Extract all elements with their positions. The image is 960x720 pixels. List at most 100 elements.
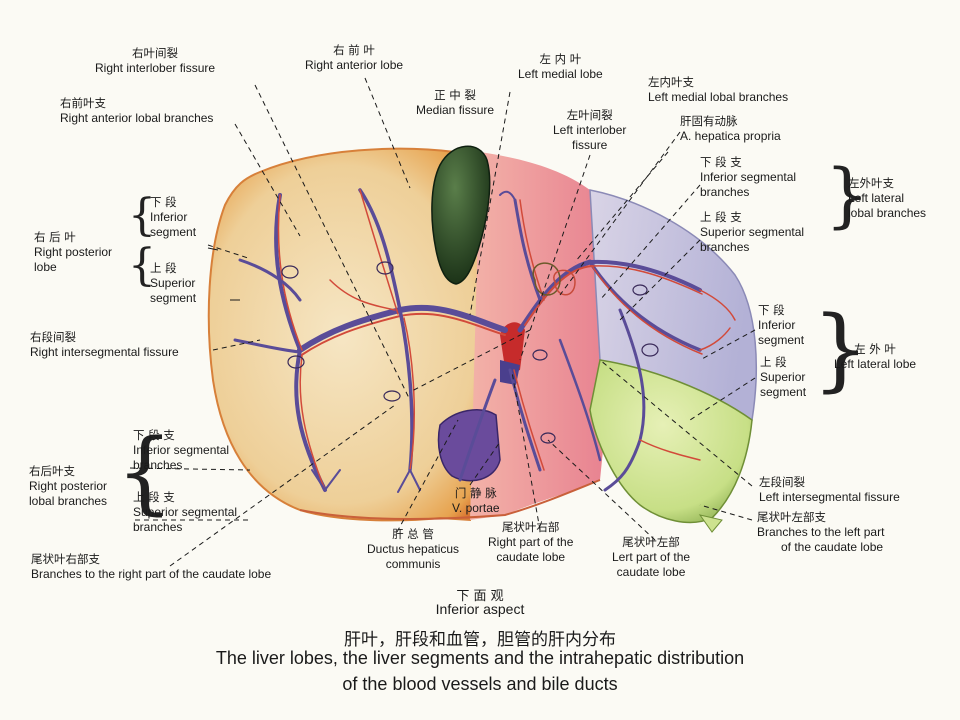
label-en: Right part of the	[488, 535, 574, 549]
label-rp-superior-segment: 上 段 Superior segment	[150, 261, 196, 306]
label-zh: 下 段	[150, 195, 177, 209]
label-en: Left medial lobe	[518, 67, 603, 81]
label-zh: 左 内 叶	[539, 52, 582, 66]
label-zh: 右叶间裂	[132, 46, 179, 60]
gallbladder	[431, 145, 491, 285]
label-zh: 上 段	[760, 355, 787, 369]
label-en: segment	[150, 291, 197, 305]
label-en: Inferior segmental	[700, 170, 797, 184]
label-en: Left lateral lobe	[834, 357, 917, 371]
label-right-intersegmental-fissure: 右段间裂 Right intersegmental fissure	[30, 330, 179, 360]
label-en: V. portae	[452, 501, 500, 515]
label-en: lobe	[34, 260, 57, 274]
left-medial-lobe-region	[470, 152, 615, 520]
label-en: segment	[150, 225, 197, 239]
label-zh: 尾状叶右部支	[31, 552, 100, 566]
brace: {	[128, 240, 156, 291]
label-left-lateral-lobe: 左 外 叶 Left lateral lobe	[834, 342, 916, 372]
label-en: Right posterior	[34, 245, 113, 259]
label-en: Right anterior lobal branches	[60, 111, 214, 125]
label-left-medial-lobe: 左 内 叶 Left medial lobe	[518, 52, 603, 82]
label-en: branches	[133, 520, 183, 534]
vena-cava	[437, 409, 501, 482]
label-en: Right interlober fissure	[95, 61, 216, 75]
label-en: Left medial lobal branches	[648, 90, 789, 104]
caption-title-zh: 肝叶，肝段和血管，胆管的肝内分布	[344, 630, 616, 650]
label-en: Inferior segmental	[133, 443, 230, 457]
label-left-lateral-lobal-branches: 左外叶支 Left lateral lobal branches	[848, 176, 926, 221]
label-caudate-left-branches: 尾状叶左部支 Branches to the left part of the …	[757, 510, 884, 555]
label-zh: 上 段 支	[133, 490, 175, 504]
label-zh: 左内叶支	[648, 75, 694, 89]
label-zh: 尾状叶左部	[622, 535, 680, 549]
label-zh: 肝 总 管	[392, 527, 434, 541]
label-en: Inferior	[150, 210, 188, 224]
label-en: Inferior	[758, 318, 796, 332]
label-zh: 下 段	[758, 303, 785, 317]
label-en: of the caudate lobe	[781, 540, 884, 554]
brace: {	[116, 420, 174, 525]
label-ll-superior-segmental-branches: 上 段 支 Superior segmental branches	[700, 210, 804, 255]
label-en: Superior segmental	[133, 505, 238, 519]
label-zh: 右前叶支	[60, 96, 106, 110]
label-en: segment	[758, 333, 805, 347]
label-v-portae: 门 静 脉 V. portae	[452, 486, 500, 516]
label-zh: 左 外 叶	[854, 342, 896, 356]
label-left-interlobar-fissure: 左叶间裂 Left interlober fissure	[553, 108, 626, 153]
left-lateral-lobe-region	[589, 189, 757, 422]
label-en: Lert part of the	[612, 550, 691, 564]
label-left-medial-lobal-branches: 左内叶支 Left medial lobal branches	[648, 75, 788, 105]
label-en: Superior	[760, 370, 806, 384]
caption-aspect-en: Inferior aspect	[435, 601, 525, 617]
label-caudate-right-branches: 尾状叶右部支 Branches to the right part of the…	[31, 552, 271, 582]
label-zh: 右段间裂	[30, 330, 76, 344]
label-zh: 左叶间裂	[566, 108, 613, 122]
label-ll-superior-segment: 上 段 Superior segment	[760, 355, 806, 400]
label-ductus-hepaticus: 肝 总 管 Ductus hepaticus communis	[367, 527, 459, 572]
caption-title-en-line1: The liver lobes, the liver segments and …	[215, 648, 745, 668]
label-en: communis	[385, 557, 441, 571]
label-en: fissure	[572, 138, 608, 152]
label-zh: 尾状叶左部支	[757, 510, 826, 524]
label-en: segment	[760, 385, 807, 399]
caption-title-en-line2: of the blood vessels and bile ducts	[342, 674, 618, 694]
label-zh: 门 静 脉	[454, 486, 497, 500]
label-en: Right anterior lobe	[305, 58, 404, 72]
label-right-anterior-lobe: 右 前 叶 Right anterior lobe	[305, 43, 403, 73]
label-zh: 左外叶支	[848, 176, 894, 190]
brace: {	[128, 190, 156, 241]
label-en: caudate lobe	[496, 550, 566, 564]
label-en: A. hepatica propria	[680, 129, 781, 143]
label-en: Median fissure	[416, 103, 495, 117]
label-zh: 正 中 裂	[434, 88, 476, 102]
label-right-posterior-lobal-branches: 右后叶支 Right posterior lobal branches	[29, 464, 107, 509]
label-zh: 右 后 叶	[34, 230, 76, 244]
label-right-interlobar-fissure: 右叶间裂 Right interlober fissure	[95, 46, 215, 76]
label-ll-inferior-segmental-branches: 下 段 支 Inferior segmental branches	[700, 155, 796, 200]
label-en: Branches to the right part of the caudat…	[31, 567, 272, 581]
label-zh: 左段间裂	[759, 475, 805, 489]
label-en: caudate lobe	[616, 565, 686, 579]
label-en: Right intersegmental fissure	[30, 345, 179, 359]
label-median-fissure: 正 中 裂 Median fissure	[416, 88, 494, 118]
label-en: Right posterior	[29, 479, 108, 493]
label-zh: 尾状叶右部	[501, 520, 560, 534]
label-hepatica-propria: 肝固有动脉 A. hepatica propria	[680, 114, 781, 144]
label-en: lobal branches	[848, 206, 927, 220]
label-en: Superior	[150, 276, 196, 290]
label-en: branches	[700, 240, 750, 254]
label-right-anterior-lobal-branches: 右前叶支 Right anterior lobal branches	[60, 96, 213, 126]
label-zh: 下 段 支	[133, 428, 175, 442]
label-zh: 下 段 支	[700, 155, 742, 169]
label-zh: 右后叶支	[29, 464, 75, 478]
label-caudate-left-part: 尾状叶左部 Lert part of the caudate lobe	[612, 535, 690, 580]
label-en: Left lateral	[848, 191, 905, 205]
left-lateral-inferior-segment-region	[589, 359, 753, 524]
label-left-intersegmental-fissure: 左段间裂 Left intersegmental fissure	[759, 475, 900, 505]
label-zh: 上 段 支	[700, 210, 742, 224]
label-rp-superior-segmental-branches: 上 段 支 Superior segmental branches	[133, 490, 237, 535]
label-en: Superior segmental	[700, 225, 805, 239]
label-zh: 右 前 叶	[333, 43, 375, 57]
